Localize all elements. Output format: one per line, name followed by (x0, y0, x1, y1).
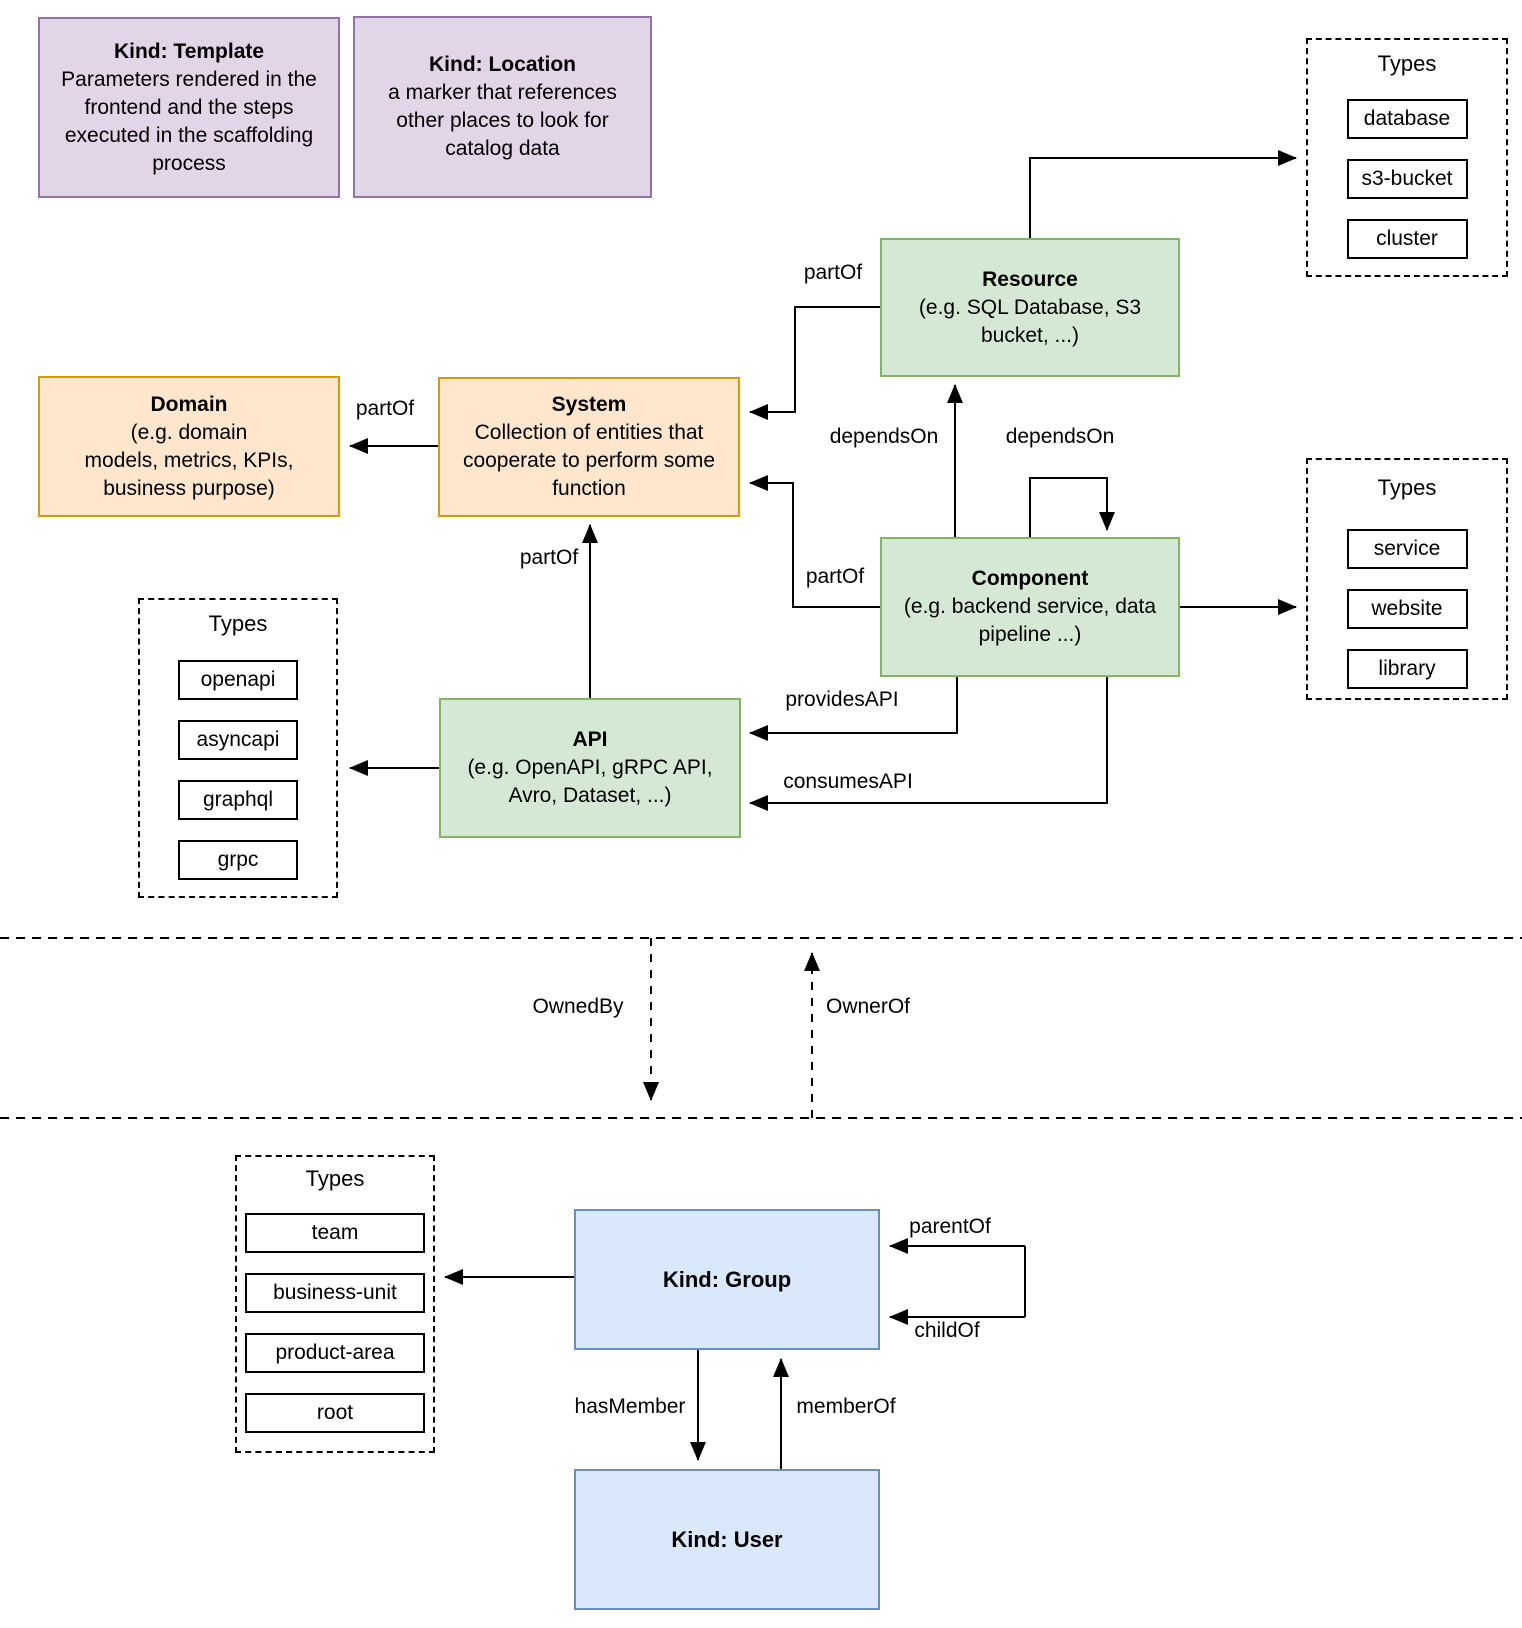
node-title: Domain (150, 392, 228, 416)
types-panel-title: Types (1377, 475, 1437, 500)
node-title: Kind: User (671, 1526, 783, 1552)
type-item-s3-bucket: s3-bucket (1346, 159, 1468, 199)
node-title: Resource (982, 267, 1078, 291)
edge-label-partof-resource-system: partOf (803, 261, 863, 284)
edge-label-hasmember: hasMember (574, 1395, 686, 1418)
edge-label-dependson-resource: dependsOn (829, 425, 939, 448)
edge-label-partof-system-domain: partOf (355, 397, 415, 420)
types-panel-group: Types team business-unit product-area ro… (235, 1155, 435, 1453)
type-item-team: team (245, 1213, 425, 1253)
node-component: Component (e.g. backend service, data pi… (880, 537, 1180, 677)
edge-label-dependson-self: dependsOn (1005, 425, 1115, 448)
types-panel-title: Types (1377, 51, 1437, 76)
type-item-graphql: graphql (178, 780, 298, 820)
type-item-product-area: product-area (245, 1333, 425, 1373)
node-description: (e.g. backend service, data pipeline ...… (903, 595, 1157, 646)
edge-label-providesapi: providesAPI (785, 688, 899, 711)
node-system: System Collection of entities that coope… (438, 377, 740, 517)
edge-providesapi-component-to-api (749, 677, 958, 741)
node-description: a marker that references other places to… (388, 81, 617, 160)
node-description: (e.g. OpenAPI, gRPC API, Avro, Dataset, … (467, 756, 713, 807)
edge-partof-component-to-system (749, 475, 880, 608)
types-panel-title: Types (305, 1166, 365, 1191)
type-item-library: library (1346, 649, 1468, 689)
types-panel-title: Types (208, 611, 268, 636)
node-description: Collection of entities that cooperate to… (462, 421, 716, 500)
edge-label-ownerof: OwnerOf (825, 995, 911, 1018)
edge-label-consumesapi: consumesAPI (783, 770, 913, 793)
node-resource: Resource (e.g. SQL Database, S3 bucket, … (880, 238, 1180, 377)
edge-resource-to-types (1029, 150, 1297, 238)
edge-label-ownedby: OwnedBy (532, 995, 624, 1018)
edge-label-partof-component-system: partOf (805, 565, 865, 588)
edge-dependson-component-self (1029, 477, 1115, 537)
type-item-website: website (1346, 589, 1468, 629)
node-title: Kind: Location (429, 53, 576, 76)
edge-label-partof-api-system: partOf (519, 546, 579, 569)
type-item-database: database (1346, 99, 1468, 139)
edge-label-parentof: parentOf (909, 1215, 991, 1238)
node-description: (e.g. domain models, metrics, KPIs, busi… (84, 420, 294, 500)
type-item-root: root (245, 1393, 425, 1433)
node-description: Parameters rendered in the frontend and … (61, 67, 317, 175)
node-domain: Domain (e.g. domain models, metrics, KPI… (38, 376, 340, 517)
edge-label-memberof: memberOf (796, 1395, 896, 1418)
type-item-openapi: openapi (178, 660, 298, 700)
node-kind-location: Kind: Location a marker that references … (353, 16, 652, 198)
types-panel-api: Types openapi asyncapi graphql grpc (138, 598, 338, 898)
type-item-asyncapi: asyncapi (178, 720, 298, 760)
node-description: (e.g. SQL Database, S3 bucket, ...) (918, 295, 1142, 347)
node-title: API (572, 728, 608, 751)
edge-consumesapi-component-to-api (749, 677, 1108, 811)
node-title: Kind: Group (662, 1266, 792, 1292)
node-title: Component (971, 567, 1089, 590)
node-kind-user: Kind: User (574, 1469, 880, 1610)
node-kind-group: Kind: Group (574, 1209, 880, 1350)
type-item-cluster: cluster (1346, 219, 1468, 259)
node-api: API (e.g. OpenAPI, gRPC API, Avro, Datas… (439, 698, 741, 838)
node-kind-template: Kind: Template Parameters rendered in th… (38, 17, 340, 198)
types-panel-resource: Types database s3-bucket cluster (1306, 38, 1508, 277)
types-panel-component: Types service website library (1306, 458, 1508, 700)
type-item-service: service (1346, 529, 1468, 569)
edge-label-childof: childOf (914, 1319, 980, 1342)
node-title: Kind: Template (113, 39, 265, 63)
type-item-business-unit: business-unit (245, 1273, 425, 1313)
type-item-grpc: grpc (178, 840, 298, 880)
node-title: System (551, 393, 627, 416)
edge-partof-resource-to-system (749, 306, 880, 420)
